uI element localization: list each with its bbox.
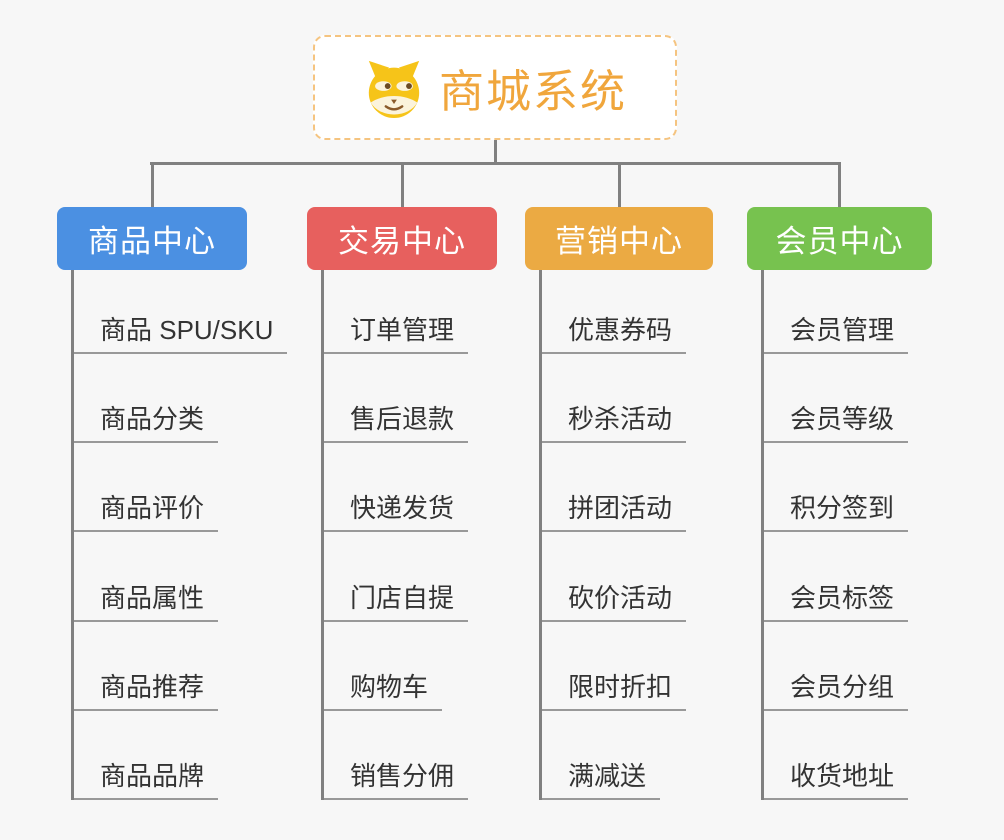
leaf-item-label[interactable]: 会员分组: [764, 667, 909, 711]
leaf-item: 满减送: [542, 711, 686, 800]
leaf-item-label[interactable]: 订单管理: [324, 310, 469, 354]
leaf-item: 商品分类: [74, 354, 287, 444]
leaf-item-label[interactable]: 限时折扣: [542, 667, 687, 711]
leaf-item-label[interactable]: 砍价活动: [542, 578, 687, 622]
leaf-item: 商品评价: [74, 443, 287, 533]
connector-drop: [617, 162, 621, 207]
connector-drop: [838, 162, 841, 207]
connector-drop: [400, 162, 404, 207]
leaf-item: 门店自提: [324, 532, 469, 622]
leaf-item: 拼团活动: [542, 443, 687, 533]
leaf-item: 限时折扣: [542, 622, 687, 711]
leaf-item: 会员管理: [764, 270, 909, 354]
leaf-item: 优惠券码: [542, 270, 687, 354]
connector-bus: [150, 162, 841, 165]
leaf-item: 砍价活动: [542, 532, 687, 622]
leaf-item-label[interactable]: 快递发货: [324, 488, 469, 533]
leaf-item-label[interactable]: 商品品牌: [74, 756, 219, 800]
connector-drop: [150, 162, 154, 207]
leaf-item: 商品品牌: [74, 711, 287, 800]
leaf-item-label[interactable]: 商品属性: [74, 578, 219, 622]
leaf-item: 商品属性: [74, 532, 287, 622]
leaf-item: 售后退款: [324, 354, 469, 444]
leaf-item: 商品 SPU/SKU: [74, 270, 288, 354]
leaf-item-label[interactable]: 积分签到: [764, 488, 909, 533]
branch-items-column: 商品 SPU/SKU 商品分类商品评价商品属性商品推荐商品品牌: [71, 270, 288, 800]
branch-items-column: 订单管理售后退款快递发货门店自提购物车销售分佣: [321, 270, 469, 800]
leaf-item-label[interactable]: 会员标签: [764, 578, 909, 622]
leaf-item-label[interactable]: 商品推荐: [74, 667, 219, 711]
leaf-item: 购物车: [324, 622, 468, 711]
leaf-item: 会员标签: [764, 532, 909, 622]
leaf-item: 秒杀活动: [542, 354, 687, 444]
leaf-item: 会员等级: [764, 354, 909, 444]
leaf-item-label[interactable]: 秒杀活动: [542, 399, 687, 444]
leaf-item: 收货地址: [764, 711, 909, 800]
leaf-item: 会员分组: [764, 622, 909, 711]
shiba-dog-icon: [363, 57, 425, 119]
branch-node[interactable]: 营销中心: [525, 207, 713, 270]
leaf-item: 积分签到: [764, 443, 909, 533]
leaf-item: 订单管理: [324, 270, 469, 354]
leaf-item-label[interactable]: 拼团活动: [542, 488, 687, 533]
branch-node[interactable]: 商品中心: [57, 207, 247, 270]
branch-node[interactable]: 会员中心: [747, 207, 932, 270]
leaf-item-label[interactable]: 会员管理: [764, 310, 909, 354]
connector-root-stem: [494, 140, 497, 165]
root-title: 商城系统: [438, 66, 627, 117]
leaf-item: 销售分佣: [324, 711, 469, 800]
leaf-item-label[interactable]: 商品评价: [74, 488, 219, 533]
leaf-item-label[interactable]: 购物车: [324, 667, 443, 711]
leaf-item-label[interactable]: 门店自提: [324, 578, 469, 622]
leaf-item-label[interactable]: 优惠券码: [542, 310, 687, 354]
root-node[interactable]: 商城系统: [313, 35, 677, 140]
leaf-item-label[interactable]: 会员等级: [764, 399, 909, 444]
leaf-item: 商品推荐: [74, 622, 287, 711]
branch-items-column: 优惠券码秒杀活动拼团活动砍价活动限时折扣满减送: [539, 270, 687, 800]
leaf-item-label[interactable]: 销售分佣: [324, 756, 469, 800]
branch-node[interactable]: 交易中心: [307, 207, 497, 270]
leaf-item-label[interactable]: 商品分类: [74, 399, 219, 444]
branch-items-column: 会员管理会员等级积分签到会员标签会员分组收货地址: [761, 270, 909, 800]
leaf-item-label[interactable]: 收货地址: [764, 756, 909, 800]
leaf-item-label[interactable]: 商品 SPU/SKU: [74, 310, 288, 354]
leaf-item-label[interactable]: 售后退款: [324, 399, 469, 444]
leaf-item: 快递发货: [324, 443, 469, 533]
leaf-item-label[interactable]: 满减送: [542, 756, 661, 800]
